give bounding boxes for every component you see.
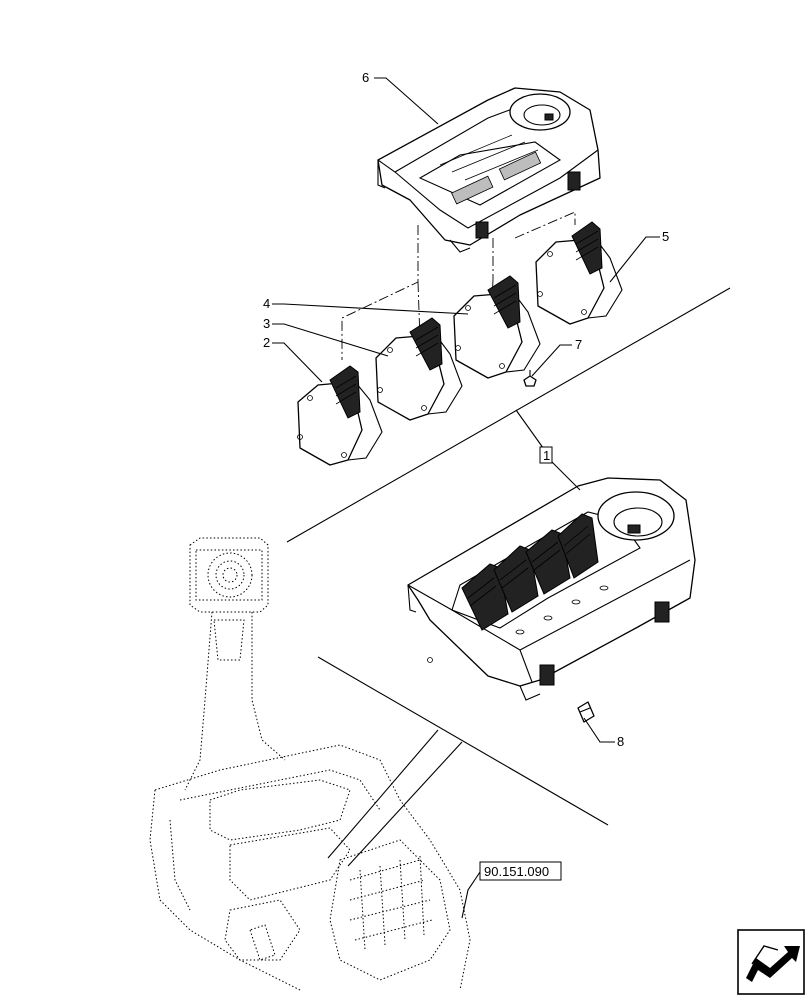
part-5-lever-module <box>535 221 623 325</box>
callout-2: 2 <box>263 335 270 350</box>
callout-1-box <box>539 446 553 464</box>
callout-4: 4 <box>263 296 270 311</box>
callout-7: 7 <box>575 337 582 352</box>
part-8-clip <box>577 701 595 723</box>
reference-label: 90.151.090 <box>479 861 562 881</box>
leader-lines <box>272 77 731 919</box>
alignment-lines <box>341 211 576 360</box>
reference-number: 90.151.090 <box>484 864 549 879</box>
part-2-lever-module <box>297 365 383 466</box>
callout-5: 5 <box>662 229 669 244</box>
callout-8: 8 <box>617 734 624 749</box>
callout-6: 6 <box>362 70 369 85</box>
callout-labels: 6 4 3 2 5 7 1 8 <box>263 70 669 749</box>
callout-1: 1 <box>543 448 550 463</box>
part-7-screw <box>523 370 537 387</box>
part-1-assembly <box>407 477 696 701</box>
cab-console-background <box>149 537 471 991</box>
callout-3: 3 <box>263 316 270 331</box>
part-3-lever-module <box>375 317 463 421</box>
part-6-cover <box>377 87 601 253</box>
part-4-lever-module <box>453 275 541 379</box>
next-page-arrow-icon[interactable] <box>737 929 805 995</box>
